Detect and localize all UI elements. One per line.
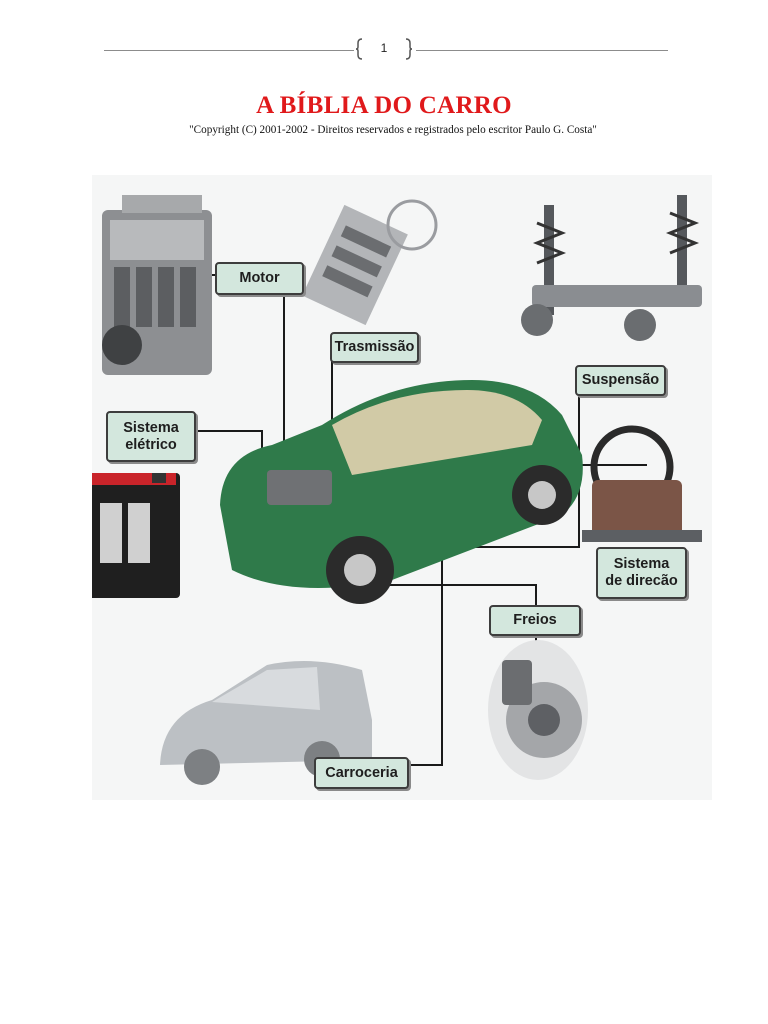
label-sistema-direcao: Sistema de direcão [596, 547, 687, 599]
document-title: A BÍBLIA DO CARRO [256, 92, 512, 119]
label-freios: Freios [489, 605, 581, 636]
diagram-illustration [92, 195, 702, 785]
page-header: 1 [0, 36, 768, 66]
brake-disc-icon [488, 640, 588, 780]
header-bracket-right [405, 38, 412, 60]
header-rule-right [416, 50, 668, 51]
label-sistema-eletrico: Sistema elétrico [106, 411, 196, 462]
page-number: 1 [380, 41, 388, 55]
header-bracket-left [356, 38, 363, 60]
label-carroceria: Carroceria [314, 757, 409, 789]
transmission-icon [302, 199, 438, 326]
label-motor: Motor [215, 262, 304, 295]
suspension-icon [521, 195, 702, 341]
engine-icon [102, 195, 212, 375]
car-cutaway-icon [220, 380, 583, 604]
car-systems-diagram: Motor Trasmissão Suspensão Sistema elétr… [92, 175, 712, 800]
body-shell-icon [160, 661, 372, 785]
copyright-notice: "Copyright (C) 2001-2002 - Direitos rese… [189, 124, 597, 136]
label-suspensao: Suspensão [575, 365, 666, 396]
header-rule-left [104, 50, 354, 51]
steering-system-icon [582, 425, 702, 542]
label-trasmissao: Trasmissão [330, 332, 419, 363]
battery-icon [92, 473, 180, 598]
